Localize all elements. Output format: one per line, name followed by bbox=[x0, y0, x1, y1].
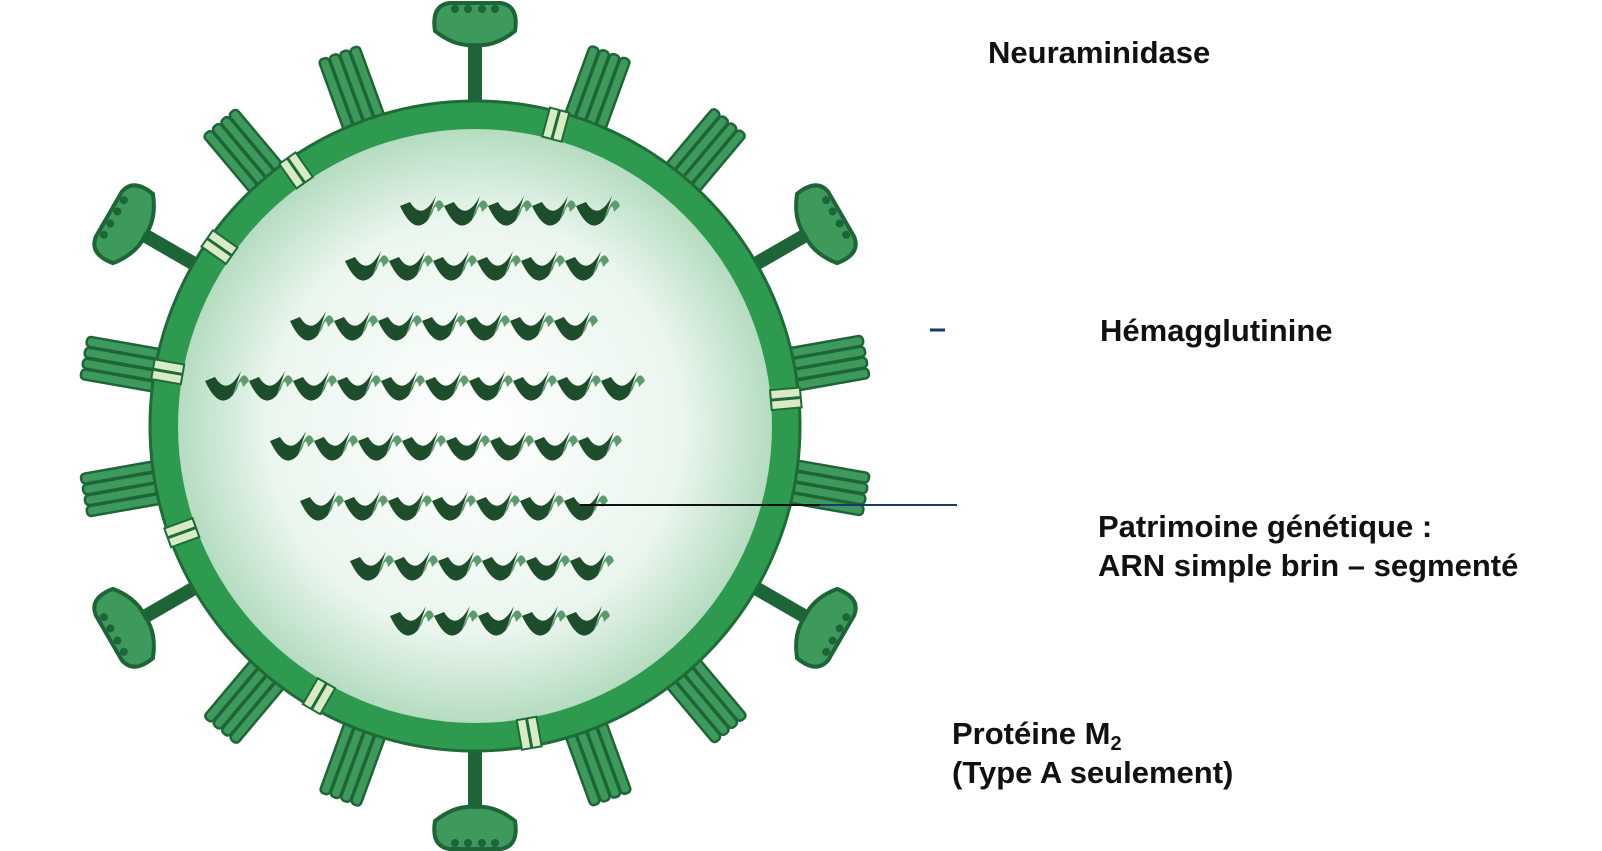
genome-label-line1: Patrimoine génétique : bbox=[1098, 508, 1518, 547]
neuraminidase-spike bbox=[434, 3, 515, 111]
m2-channel bbox=[770, 388, 802, 411]
genome-label-line2: ARN simple brin – segmenté bbox=[1098, 547, 1518, 586]
hemagglutinin-label: Hémagglutinine bbox=[1100, 312, 1333, 351]
viral-interior bbox=[178, 129, 772, 723]
genome-label: Patrimoine génétique : ARN simple brin –… bbox=[1098, 508, 1518, 586]
m2-channel bbox=[151, 359, 184, 384]
m2-protein-name: Protéine M2 bbox=[952, 715, 1233, 754]
m2-subscript: 2 bbox=[1110, 733, 1121, 755]
m2-protein-label: Protéine M2 (Type A seulement) bbox=[952, 715, 1233, 793]
m2-name-text: Protéine M bbox=[952, 716, 1110, 751]
m2-type-note: (Type A seulement) bbox=[952, 754, 1233, 793]
neuraminidase-label: Neuraminidase bbox=[988, 34, 1210, 73]
m2-channel bbox=[517, 717, 542, 750]
neuraminidase-spike bbox=[434, 741, 515, 849]
